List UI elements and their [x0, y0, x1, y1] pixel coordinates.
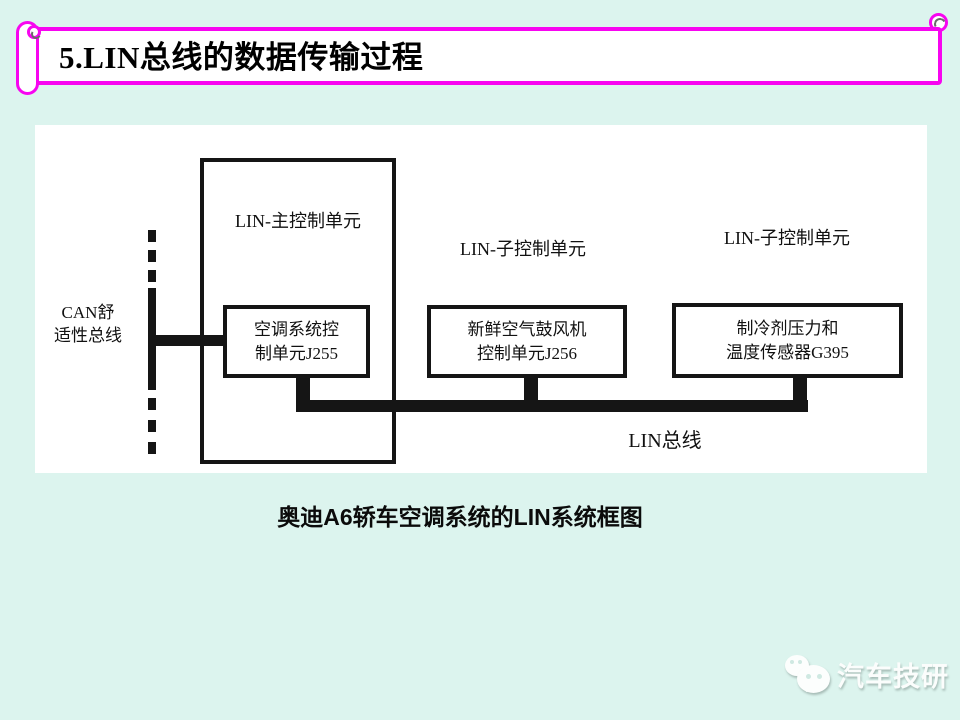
can-bus-label-line2: 适性总线 — [54, 326, 122, 345]
lin-bus-line — [296, 400, 808, 412]
wechat-bubble-eye — [790, 660, 794, 664]
title-banner: 5.LIN总线的数据传输过程 — [29, 27, 942, 85]
wechat-bubble-eye — [798, 660, 802, 664]
slave-unit-label-right: LIN-子控制单元 — [724, 228, 850, 248]
box-g395-line2: 温度传感器G395 — [726, 342, 849, 362]
can-to-j255-connector — [155, 335, 227, 346]
diagram-caption: 奥迪A6轿车空调系统的LIN系统框图 — [277, 504, 643, 530]
can-bus-dash — [148, 250, 156, 262]
box-j256-line2: 控制单元J256 — [476, 343, 578, 363]
lin-stub-j255 — [296, 376, 310, 404]
can-bus-dash — [148, 398, 156, 410]
box-j255: 空调系统控 制单元J255 — [223, 305, 370, 378]
can-bus-dash — [148, 270, 156, 282]
page-title: 5.LIN总线的数据传输过程 — [59, 40, 424, 76]
can-bus-label: CAN舒 适性总线 — [40, 301, 136, 347]
box-j256: 新鲜空气鼓风机 控制单元J256 — [427, 305, 627, 378]
can-bus-dash — [148, 442, 156, 454]
can-bus-dash — [148, 230, 156, 242]
wechat-bubble-eye — [806, 674, 811, 679]
wechat-bubble-eye — [817, 674, 822, 679]
wechat-bubble-big — [797, 665, 830, 693]
can-bus-dash — [148, 420, 156, 432]
box-j256-line1: 新鲜空气鼓风机 — [467, 319, 587, 339]
scroll-hook-icon — [27, 25, 41, 39]
can-bus-label-line1: CAN舒 — [61, 303, 115, 322]
box-g395: 制冷剂压力和 温度传感器G395 — [672, 303, 903, 378]
master-unit-outline — [200, 158, 396, 464]
master-unit-label: LIN-主控制单元 — [235, 211, 361, 231]
watermark: 汽车技研 — [782, 652, 949, 696]
lin-stub-g395 — [793, 376, 807, 406]
wechat-icon — [782, 652, 832, 696]
slave-unit-label-left: LIN-子控制单元 — [460, 239, 586, 259]
scroll-roll-left-icon — [16, 21, 39, 95]
box-j255-line1: 空调系统控 — [254, 319, 339, 339]
box-g395-line1: 制冷剂压力和 — [736, 318, 839, 338]
watermark-text: 汽车技研 — [837, 661, 949, 692]
can-bus-line — [148, 288, 156, 390]
box-j255-line2: 制单元J255 — [254, 343, 339, 363]
lin-stub-j256 — [524, 376, 538, 404]
lin-bus-label: LIN总线 — [628, 430, 702, 452]
lin-system-diagram: LIN-主控制单元 LIN-子控制单元 LIN-子控制单元 CAN舒 适性总线 … — [35, 125, 927, 473]
